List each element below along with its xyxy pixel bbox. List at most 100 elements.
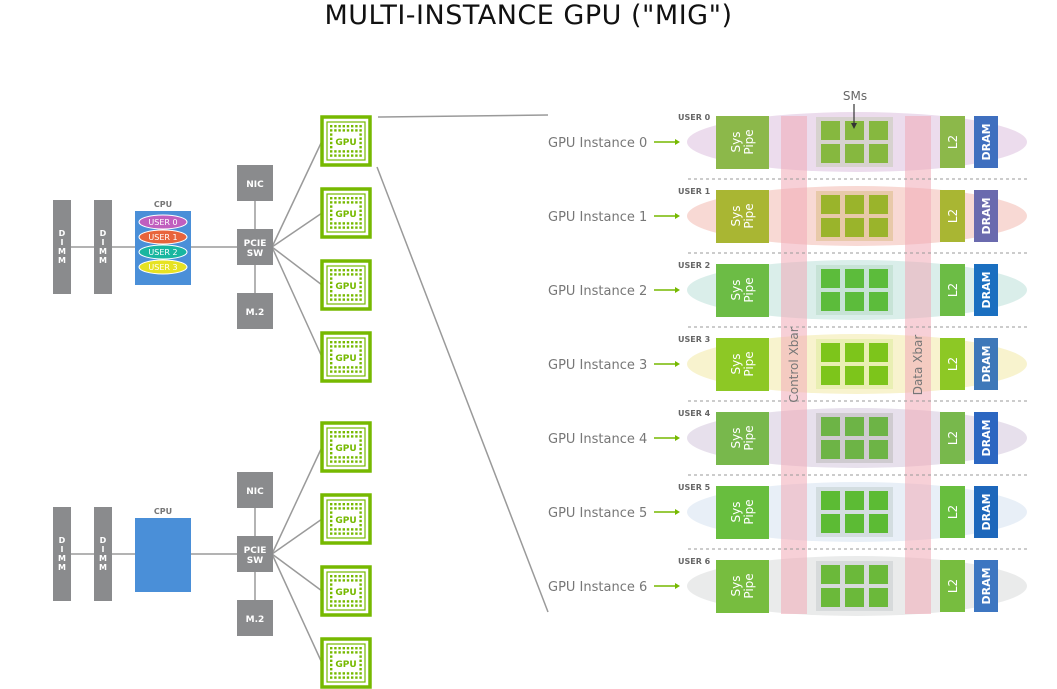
- gpu-chip-icon: GPU: [320, 331, 372, 383]
- gpu-chip-pin: [338, 273, 341, 276]
- gpu-chip-pin: [330, 137, 333, 140]
- gpu-chip-pin: [359, 205, 362, 208]
- gpu-chip-pin: [346, 604, 350, 607]
- gpu-chip-pin: [359, 452, 362, 455]
- gpu-chip-icon: GPU: [320, 493, 372, 545]
- gpu-chip-pin: [338, 125, 341, 128]
- gpu-chip-pin: [330, 528, 333, 531]
- gpu-chip-pin: [346, 222, 350, 225]
- gpu-chip-pin: [359, 532, 362, 535]
- gpu-chip-pin: [346, 431, 350, 434]
- gpu-chip-pin: [334, 507, 337, 510]
- gpu-chip-pin: [359, 655, 362, 658]
- l2-label: L2: [946, 505, 960, 519]
- sm-block: [869, 269, 888, 288]
- arrow-head-icon: [675, 361, 680, 367]
- gpu-chip-pin: [342, 269, 345, 272]
- gpu-chip-pin: [342, 341, 345, 344]
- cpu-user-label: USER 1: [148, 233, 177, 242]
- gpu-chip-pin: [330, 524, 333, 527]
- gpu-chip-pin: [355, 672, 358, 675]
- gpu-chip-pin: [359, 515, 362, 518]
- gpu-chip-pin: [330, 604, 333, 607]
- gpu-chip-icon: GPU: [320, 187, 372, 239]
- gpu-chip-pin: [355, 503, 358, 506]
- gpu-chip-pin: [346, 154, 350, 157]
- gpu-chip-pin: [355, 528, 358, 531]
- gpu-chip-pin: [330, 150, 333, 153]
- gpu-chip-pin: [330, 285, 333, 289]
- gpu-chip-pin: [330, 668, 333, 671]
- gpu-chip-pin: [330, 511, 333, 514]
- gpu-chip-pin: [351, 604, 354, 607]
- gpu-chip-pin: [342, 154, 345, 157]
- gpu-chip-pin: [359, 443, 362, 446]
- dimm-letter: D: [59, 536, 66, 545]
- sm-block: [869, 366, 888, 385]
- gpu-chip-pin: [342, 370, 345, 373]
- gpu-chip-pin: [346, 676, 350, 679]
- gpu-chip-pin: [338, 366, 341, 369]
- gpu-chip-pin: [351, 345, 354, 348]
- nic: NIC: [237, 165, 273, 201]
- l2-cache-block: [940, 486, 965, 538]
- gpu-chip-pin: [330, 370, 333, 373]
- dimm-letter: M: [58, 256, 66, 265]
- dimm-box: [53, 507, 71, 601]
- cpu-label: CPU: [154, 200, 172, 209]
- sys-pipe-block: [716, 264, 769, 317]
- sm-block: [845, 292, 864, 311]
- sm-block: [869, 195, 888, 214]
- gpu-link-line: [271, 553, 323, 664]
- gpu-chip-pin: [359, 579, 362, 582]
- gpu-chip-pin: [334, 345, 337, 348]
- sm-block: [845, 218, 864, 237]
- gpu-chip-label: GPU: [335, 282, 356, 292]
- sys-pipe-block: [716, 560, 769, 613]
- gpu-chip-pin: [359, 218, 362, 221]
- gpu-chip-pin: [334, 672, 337, 675]
- l2-cache-block: [940, 412, 965, 464]
- gpu-chip-pin: [359, 663, 362, 667]
- gpu-chip-pin: [355, 341, 358, 344]
- gpu-chip-pin: [330, 197, 333, 200]
- gpu-chip-pin: [359, 197, 362, 200]
- pcie-switch-box: [237, 536, 273, 572]
- gpu-chip-pin: [355, 676, 358, 679]
- user-label: USER 1: [678, 187, 711, 196]
- gpu-chip-pin: [338, 431, 341, 434]
- gpu-chip-pin: [359, 137, 362, 140]
- gpu-chip-pin: [342, 125, 345, 128]
- gpu-chip-pin: [330, 676, 333, 679]
- gpu-chip-pin: [330, 460, 333, 463]
- gpu-chip-pin: [359, 431, 362, 434]
- gpu-chip-pin: [351, 125, 354, 128]
- gpu-chip-pin: [359, 146, 362, 149]
- cpu-user-label: USER 0: [148, 218, 177, 227]
- m2-storage-label: M.2: [246, 308, 265, 318]
- gpu-chip-pin: [342, 604, 345, 607]
- gpu-chip-pin: [338, 345, 341, 348]
- gpu-chip-pin: [346, 226, 350, 229]
- gpu-chip-pin: [355, 431, 358, 434]
- gpu-chip-pin: [342, 273, 345, 276]
- gpu-chip-pin: [338, 154, 341, 157]
- arrow-head-icon: [675, 139, 680, 145]
- gpu-chip-pin: [330, 519, 333, 523]
- gpu-chip-pin: [330, 205, 333, 208]
- dimm-box: [94, 507, 112, 601]
- gpu-chip-pin: [330, 600, 333, 603]
- gpu-chip-pin: [359, 600, 362, 603]
- gpu-chip-pin: [346, 579, 350, 582]
- sys-pipe-label: SysPipe: [729, 277, 756, 302]
- gpu-chip-pin: [351, 269, 354, 272]
- gpu-chip-pin: [359, 294, 362, 297]
- gpu-chip-pin: [346, 456, 350, 459]
- gpu-chip-pin: [351, 579, 354, 582]
- gpu-chip-pin: [330, 659, 333, 662]
- sys-pipe-label: SysPipe: [729, 351, 756, 376]
